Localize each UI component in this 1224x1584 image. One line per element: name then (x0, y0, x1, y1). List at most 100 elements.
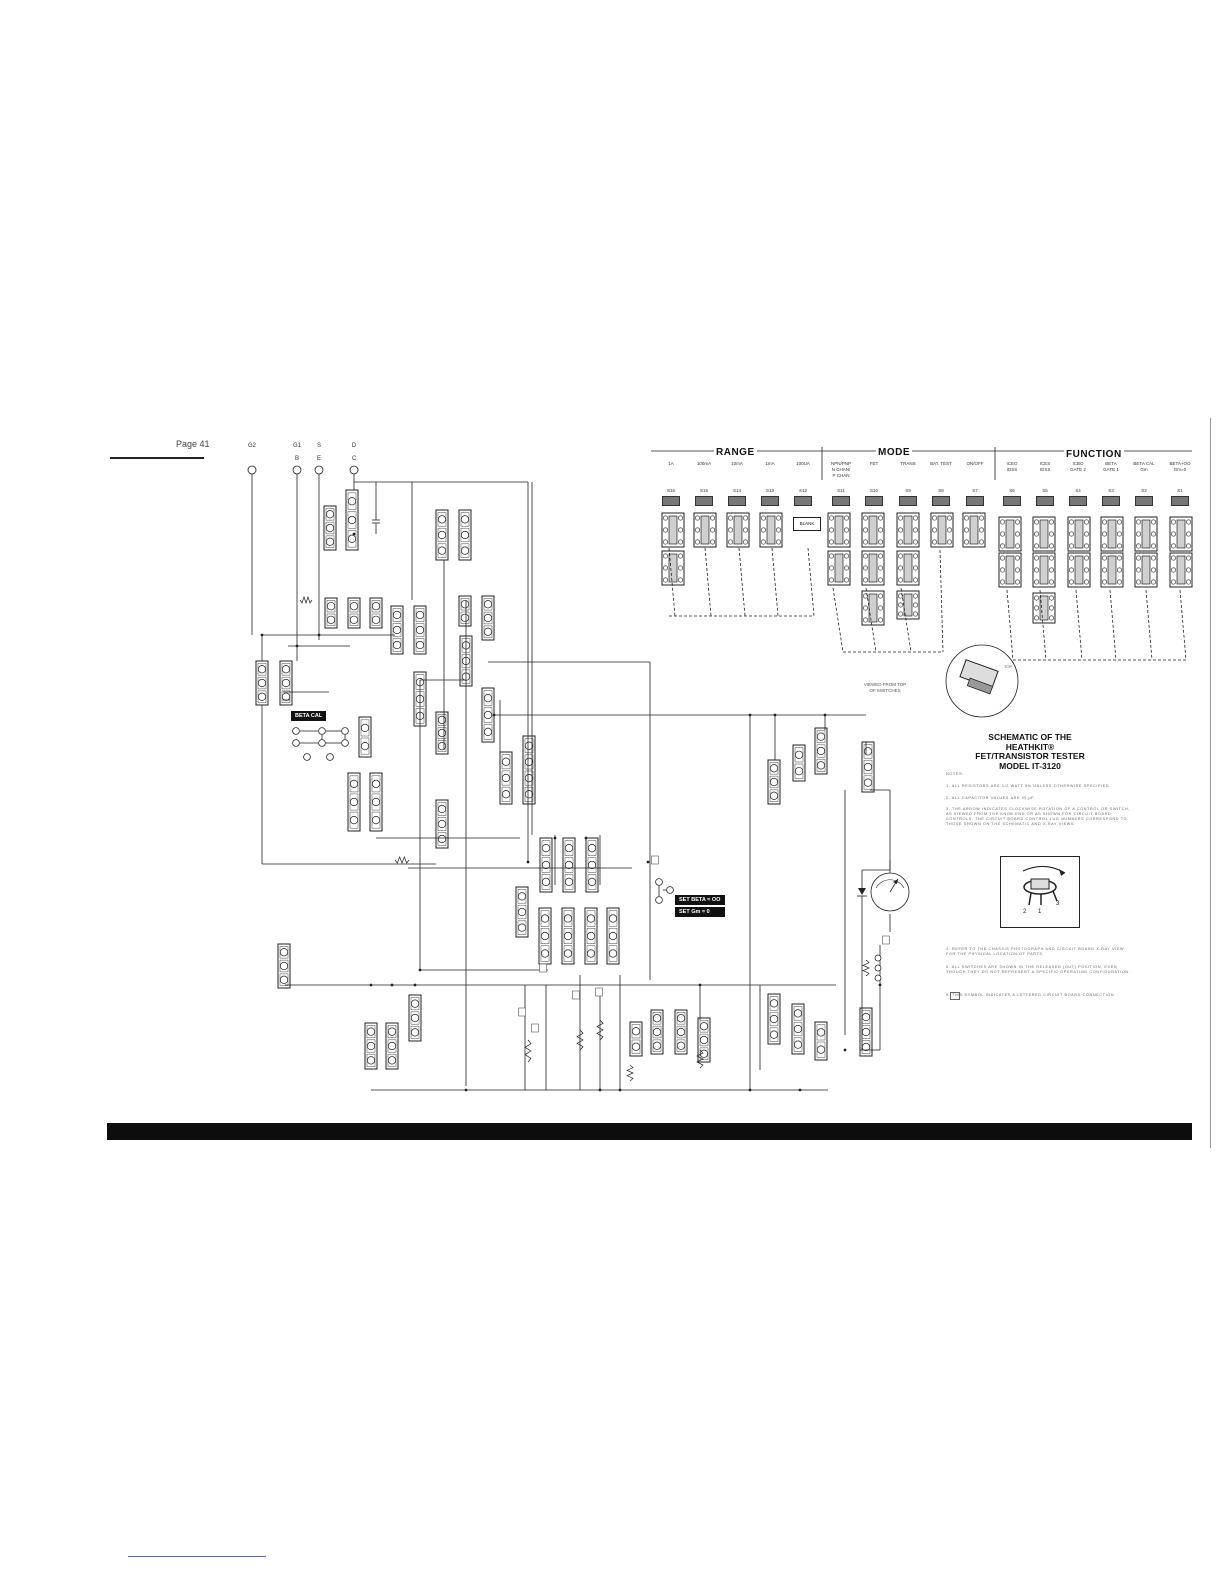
switch-contact (652, 1027, 662, 1037)
control-lug-1: 1 (1038, 909, 1042, 915)
panel-switch-lug (677, 515, 683, 521)
panel-switch-lug (1084, 543, 1090, 549)
panel-switch-lug (843, 539, 849, 545)
panel-switch-lug (694, 515, 700, 521)
wire-segment (939, 549, 944, 653)
panel-switch-lug (862, 605, 868, 611)
switch-function-label-s9: TRANS (900, 461, 916, 466)
panel-switch-lug (1171, 543, 1177, 549)
wire-segment (1075, 589, 1083, 661)
junction-dot (260, 633, 264, 637)
lettered-connection (651, 855, 659, 865)
panel-switch-lug (1084, 531, 1090, 537)
panel-switch-lug (662, 539, 668, 545)
wire-segment (704, 547, 712, 617)
page-number: Page 41 (176, 439, 210, 449)
panel-switch-lug (677, 553, 683, 559)
switch-function-label-s16: 1A (668, 461, 674, 466)
switch-contact (517, 892, 527, 901)
pushbutton-s6 (1003, 496, 1021, 506)
panel-switch-slider (668, 553, 678, 583)
panel-switch-lug (897, 553, 903, 559)
panel-switch-slider (1176, 519, 1186, 549)
switch-contact (366, 1027, 376, 1036)
panel-switch-lug (862, 515, 868, 521)
switch-contact (257, 678, 267, 688)
junction-dot (390, 983, 394, 987)
resistor (696, 1049, 704, 1069)
switch-contact (281, 665, 291, 674)
panel-switch-lug (1084, 567, 1090, 573)
panel-switch-lug (1069, 567, 1075, 573)
resistor (524, 1039, 532, 1063)
panel-switch-lug (1049, 519, 1055, 525)
panel-switch-lug (862, 565, 868, 571)
beta-cal-lug (318, 727, 326, 735)
panel-switch-lug (1102, 531, 1108, 537)
beta-cal-lug (292, 727, 300, 735)
switch-contact (699, 1022, 709, 1031)
resistor (596, 1019, 604, 1041)
switch-function-label-s11: NPN/PNP N CHAN/ P CHAN (830, 461, 851, 478)
control-lug-3: 3 (1056, 901, 1060, 907)
resistor (299, 595, 313, 605)
switch-id-s15: S15 (699, 488, 708, 493)
panel-switch-lug (1136, 567, 1142, 573)
panel-switch-lug (877, 527, 883, 533)
junction-dot (878, 983, 882, 987)
panel-switch-slider (834, 515, 844, 545)
panel-switch-lug (1151, 579, 1157, 585)
panel-switch-lug (760, 527, 766, 533)
panel-switch-lug (709, 539, 715, 545)
panel-switch-slider (733, 515, 743, 545)
switch-contact (861, 1012, 871, 1022)
switch-function-label-s2: BETA CAL Gm (1133, 461, 1155, 472)
switch-contact (347, 515, 357, 525)
panel-switch-lug (828, 527, 834, 533)
top-orientation-label: TOP (1004, 664, 1013, 669)
panel-switch-lug (978, 515, 984, 521)
switch-contact (460, 546, 470, 555)
panel-switch-lug (1069, 543, 1075, 549)
panel-switch-lug (843, 553, 849, 559)
viewed-from-top-caption: VIEWED FROM TOP OF SWITCHES (863, 682, 907, 693)
panel-switch-lug (662, 553, 668, 559)
switch-contact (631, 1027, 641, 1036)
switch-contact (366, 1056, 376, 1065)
panel-switch-lug (727, 539, 733, 545)
panel-switch-lug (1014, 567, 1020, 573)
switch-contact (460, 600, 470, 609)
junction-dot (646, 860, 650, 864)
switch-contact (371, 816, 381, 825)
panel-switch-lug (662, 577, 668, 583)
switch-contact (699, 1035, 709, 1045)
panel-switch-lug (946, 527, 952, 533)
switch-id-s3: S3 (1108, 488, 1114, 493)
notes-heading: NOTES: (946, 772, 964, 776)
switch-contact (863, 778, 873, 787)
panel-switch-lug (1171, 531, 1177, 537)
switch-contact (281, 692, 291, 701)
switch-contact (326, 615, 336, 624)
panel-switch-lug (1186, 579, 1192, 585)
set-beta-tag: SET BETA = OO (675, 895, 725, 905)
panel-switch-lug (1084, 579, 1090, 585)
switch-contact (349, 779, 359, 788)
pushbutton-s2 (1135, 496, 1153, 506)
panel-switch-lug (1136, 543, 1142, 549)
panel-switch-lug (931, 515, 937, 521)
switch-contact (586, 931, 596, 941)
terminal-label-g1: G1 (292, 443, 301, 449)
panel-switch-lug (1117, 555, 1123, 561)
panel-switch-lug (1186, 543, 1192, 549)
switch-contact (816, 746, 826, 756)
pushbutton-s8 (932, 496, 950, 506)
switch-contact (793, 1024, 803, 1034)
panel-switch-lug (1171, 555, 1177, 561)
switch-contact (676, 1041, 686, 1050)
panel-switch-lug (999, 579, 1005, 585)
panel-switch-lug (727, 527, 733, 533)
group-title-mode: MODE (876, 447, 912, 458)
panel-switch-lug (1049, 605, 1055, 611)
switch-contact (460, 515, 470, 524)
